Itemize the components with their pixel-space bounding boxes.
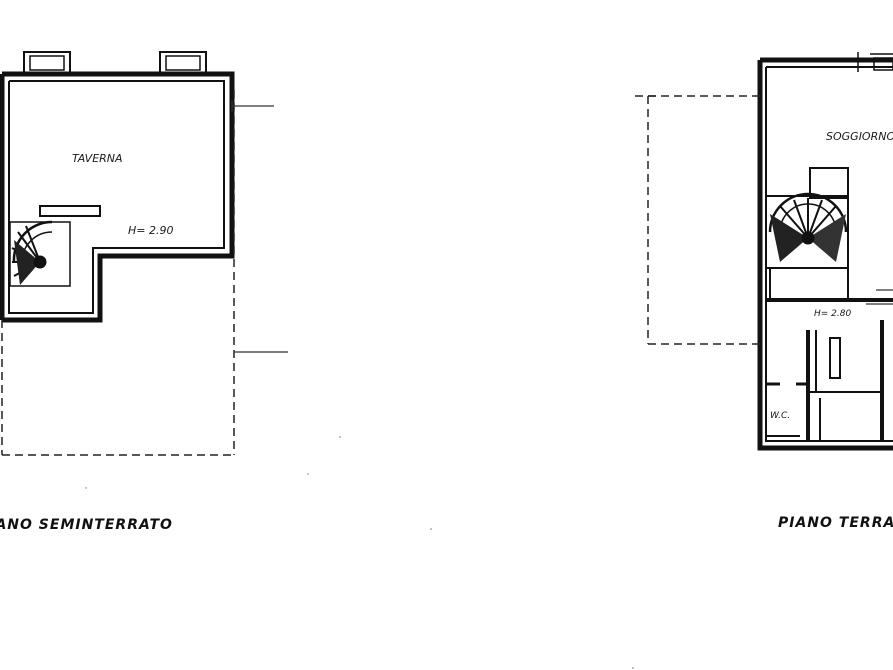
ground-floor-plan: SOGGIORNO H= 2.80 W.C. PIANO TERRA: [635, 52, 893, 531]
terrace-outline: [1, 90, 235, 456]
vent-left: [23, 51, 71, 75]
stair-landing: [39, 205, 101, 217]
lower-rooms: [766, 320, 884, 441]
height-label-taverna: H= 2.90: [128, 224, 173, 237]
ground-walls: [757, 57, 893, 451]
height-label-soggiorno: H= 2.80: [814, 309, 851, 319]
scan-noise: [85, 436, 634, 669]
basement-plan: TAVERNA H= 2.90 PIANO SEMINTERRATO: [0, 51, 288, 533]
vent-right: [159, 51, 207, 75]
top-detail: [857, 52, 893, 72]
spiral-stair-ground: [765, 167, 849, 300]
room-label-wc: W.C.: [770, 411, 790, 421]
dimension-marks: [231, 100, 288, 353]
porch-outline: [635, 95, 760, 345]
basement-walls: [0, 71, 235, 323]
caption-basement: PIANO SEMINTERRATO: [0, 517, 173, 533]
room-label-taverna: TAVERNA: [72, 152, 123, 165]
dimension-marks-right: [866, 289, 893, 305]
caption-ground-floor: PIANO TERRA: [778, 515, 893, 531]
spiral-stair-basement: [9, 220, 71, 287]
room-label-soggiorno: SOGGIORNO: [826, 130, 893, 143]
